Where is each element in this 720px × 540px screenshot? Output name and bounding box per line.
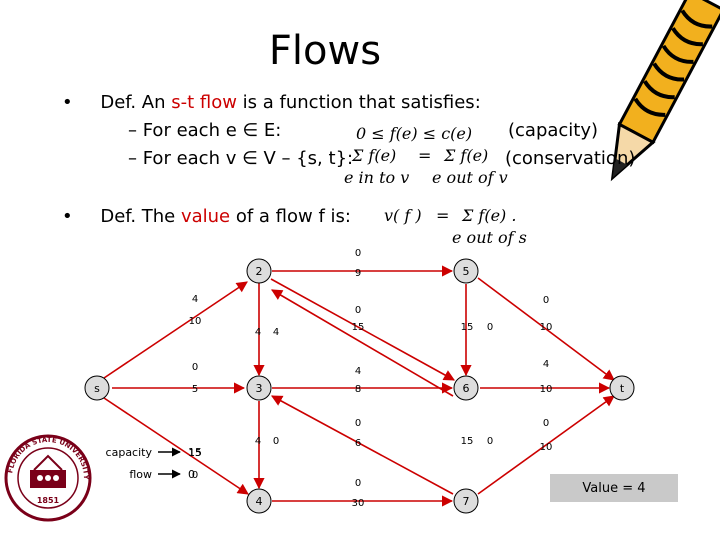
node-6: 6 [453, 375, 479, 401]
label-5t-flow: 0 [543, 295, 549, 306]
node-2: 2 [246, 258, 272, 284]
label-s4-cap: 15 [189, 448, 202, 459]
label-6t-flow: 4 [543, 359, 549, 370]
label-s2-cap: 10 [189, 316, 202, 327]
bullet-dot: • [62, 206, 73, 227]
label-s2-extra: 4 [192, 294, 198, 305]
label-56-cap: 15 [461, 322, 474, 333]
node-label: 3 [256, 382, 263, 395]
capacity-rule: – For each e ∈ E: [128, 120, 282, 141]
label-23-b: 4 [273, 327, 279, 338]
label-s3-flow: 0 [192, 362, 198, 373]
conservation-label: (conservation) [505, 148, 636, 169]
conservation-eq: = [418, 146, 432, 165]
edges [103, 265, 615, 507]
edge-7-3 [271, 395, 454, 495]
label-s4-flow: 0 [192, 470, 198, 481]
slide-title: Flows [268, 28, 382, 74]
node-4: 4 [246, 488, 272, 514]
node-label: s [94, 382, 100, 395]
label-6t-cap: 10 [540, 384, 553, 395]
node-label: 7 [463, 495, 470, 508]
nodes: s 2 3 4 5 6 7 t [84, 258, 635, 514]
value-sub: e out of s [452, 228, 527, 247]
edge-s-2 [103, 281, 248, 379]
label-62-cap: 6 [355, 438, 361, 449]
pencil-icon [610, 0, 720, 182]
def1-term: s-t flow [171, 92, 237, 113]
legend: capacity 15 flow 0 [106, 446, 202, 481]
capacity-formula: 0 ≤ f(e) ≤ c(e) [356, 124, 473, 143]
conservation-left-sub: e in to v [344, 168, 410, 187]
def2-prefix: Def. The [100, 206, 181, 227]
node-5: 5 [453, 258, 479, 284]
capacity-label: (capacity) [508, 120, 599, 141]
label-73-flow: 0 [487, 436, 493, 447]
node-label: 5 [463, 265, 470, 278]
value-eq: = [436, 206, 450, 225]
label-7t-cap: 10 [540, 442, 553, 453]
label-7t-flow: 0 [543, 418, 549, 429]
edge-6-2 [271, 289, 454, 397]
node-label: 6 [463, 382, 470, 395]
legend-capacity-example: 15 [188, 446, 202, 459]
legend-capacity-label: capacity [106, 446, 153, 459]
label-34-flow: 0 [273, 436, 279, 447]
label-23-a: 4 [255, 327, 261, 338]
conservation-right-sub: e out of v [432, 168, 508, 187]
def1-line: • Def. An s-t flow is a function that sa… [62, 92, 481, 113]
university-seal-icon: FLORIDA STATE UNIVERSITY 1851 [4, 434, 92, 522]
label-26-cap: 15 [352, 322, 365, 333]
node-t: t [609, 375, 635, 401]
edge-7-t [477, 395, 615, 495]
conservation-rule: – For each v ∈ V – {s, t}: [128, 148, 354, 169]
label-47-flow: 0 [355, 478, 361, 489]
def2-line: • Def. The value of a flow f is: [62, 206, 351, 227]
value-lhs: v( f ) [384, 206, 422, 225]
legend-flow-label: flow [129, 468, 152, 481]
label-25-cap: 9 [355, 268, 361, 279]
label-73-cap: 15 [461, 436, 474, 447]
conservation-right: Σ f(e) [444, 146, 489, 165]
seal-year: 1851 [37, 496, 60, 505]
legend-flow-example: 0 [188, 468, 195, 481]
label-5t-cap: 10 [540, 322, 553, 333]
bullet-dot: • [62, 92, 73, 113]
label-56-flow: 0 [487, 322, 493, 333]
node-label: 2 [256, 265, 263, 278]
edge-5-t [477, 277, 615, 381]
node-s: s [84, 375, 110, 401]
conservation-left: Σ f(e) [352, 146, 397, 165]
def1-prefix: Def. An [100, 92, 172, 113]
edge-2-6 [270, 278, 455, 381]
node-7: 7 [453, 488, 479, 514]
edge-labels: 4 10 0 5 15 0 4 4 0 9 0 15 4 0 4 8 0 30 … [189, 248, 553, 509]
node-3: 3 [246, 375, 272, 401]
node-label: 4 [256, 495, 263, 508]
value-rhs: Σ f(e) . [462, 206, 517, 225]
edge-s-4 [103, 397, 249, 495]
label-s3-cap: 5 [192, 384, 198, 395]
node-label: t [620, 382, 625, 395]
label-62-flow: 0 [355, 418, 361, 429]
label-36-flow: 4 [355, 366, 361, 377]
def1-suffix: is a function that satisfies: [236, 92, 481, 113]
def2-term: value [180, 206, 231, 227]
label-36-cap: 8 [355, 384, 361, 395]
def2-suffix: of a flow f is: [230, 206, 351, 227]
label-25-flow: 0 [355, 248, 361, 259]
label-47-cap: 30 [352, 498, 365, 509]
label-34-cap: 4 [255, 436, 261, 447]
flow-value-badge: Value = 4 [550, 474, 678, 502]
label-26-flow: 0 [355, 305, 361, 316]
